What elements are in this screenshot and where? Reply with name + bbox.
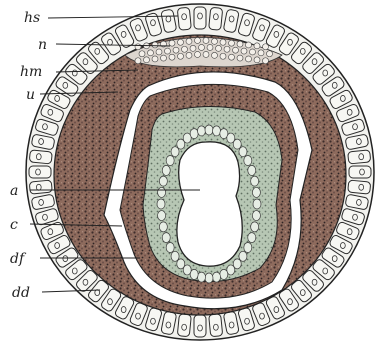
neural-cell: [237, 41, 243, 47]
endoderm-cell: [244, 242, 252, 252]
endoderm-cell: [159, 222, 167, 232]
neural-cell: [212, 52, 218, 58]
label-n: n: [38, 37, 47, 53]
neural-cell: [186, 38, 192, 44]
neural-cell: [246, 42, 252, 48]
endoderm-cell: [252, 187, 260, 197]
label-hm: hm: [20, 64, 42, 80]
neural-cell: [173, 47, 179, 53]
endoderm-cell: [239, 251, 247, 261]
neural-cell: [165, 48, 171, 54]
endoderm-cell: [162, 165, 170, 175]
neural-cell: [169, 54, 175, 60]
neural-cell: [139, 51, 145, 57]
endoderm-cell: [248, 233, 256, 243]
neural-cell: [144, 57, 150, 63]
endoderm-cell: [205, 273, 213, 283]
neural-cell: [258, 50, 264, 56]
neural-cell: [263, 58, 269, 64]
neural-cell: [212, 38, 218, 44]
neural-cell: [233, 47, 239, 53]
ectoderm-cell: [29, 150, 52, 164]
endoderm-cell: [158, 187, 166, 197]
ectoderm-cell: [177, 314, 191, 337]
endoderm-cell: [205, 125, 213, 135]
neural-cell: [190, 45, 196, 51]
endoderm-cell: [252, 211, 260, 221]
endoderm-cell: [157, 199, 165, 209]
neural-cell: [186, 52, 192, 58]
neural-cell: [182, 46, 188, 52]
neural-cell: [169, 40, 175, 46]
endoderm-cell: [197, 126, 205, 136]
endoderm-cell: [220, 269, 228, 279]
neural-cell: [195, 51, 201, 57]
endoderm-cell: [251, 222, 259, 232]
label-dd: dd: [12, 285, 30, 301]
ectoderm-cell: [209, 314, 223, 337]
label-u: u: [26, 87, 35, 103]
endoderm-cell: [177, 259, 185, 269]
endoderm-cell: [171, 147, 179, 157]
neural-cell: [152, 56, 158, 62]
neural-cell: [156, 49, 162, 55]
neural-cell: [250, 49, 256, 55]
endoderm-cell: [158, 211, 166, 221]
neural-cell: [152, 42, 158, 48]
neural-cell: [207, 44, 213, 50]
ectoderm-cell: [194, 7, 206, 29]
neural-cell: [148, 50, 154, 56]
endoderm-cell: [197, 272, 205, 282]
neural-cell: [161, 55, 167, 61]
ectoderm-cell: [29, 180, 52, 194]
neural-cell: [203, 51, 209, 57]
neural-cell: [195, 37, 201, 43]
ectoderm-cell: [209, 7, 223, 30]
endoderm-cell: [251, 176, 259, 186]
endoderm-cell: [162, 233, 170, 243]
neural-cell: [178, 53, 184, 59]
neural-cell: [135, 44, 141, 50]
label-hs: hs: [24, 10, 40, 26]
neural-cell: [229, 40, 235, 46]
neural-cell: [199, 44, 205, 50]
neural-cell: [220, 39, 226, 45]
endoderm-cell: [213, 272, 221, 282]
endoderm-cell: [253, 199, 261, 209]
endoderm-cell: [213, 126, 221, 136]
gut-lumen: [177, 142, 242, 266]
neural-cell: [254, 57, 260, 63]
ectoderm-cell: [348, 180, 371, 194]
neural-cell: [220, 53, 226, 59]
label-c: c: [10, 217, 18, 233]
neural-cell: [246, 56, 252, 62]
endoderm-cell: [166, 156, 174, 166]
ectoderm-cell: [348, 150, 371, 164]
endoderm-cell: [159, 176, 167, 186]
neural-cell: [237, 55, 243, 61]
endoderm-cell: [233, 139, 241, 149]
endoderm-cell: [190, 129, 198, 139]
endoderm-cell: [239, 147, 247, 157]
neural-cell: [267, 51, 273, 57]
endoderm-cell: [166, 242, 174, 252]
neural-cell: [135, 58, 141, 64]
neural-cell: [229, 54, 235, 60]
endoderm-cell: [244, 156, 252, 166]
endoderm-cell: [248, 165, 256, 175]
neural-cell: [241, 48, 247, 54]
neural-cell: [203, 37, 209, 43]
ectoderm-cell: [177, 7, 191, 30]
endoderm-cell: [171, 251, 179, 261]
label-a: a: [10, 183, 18, 199]
neural-cell: [254, 43, 260, 49]
neural-cell: [263, 44, 269, 50]
neural-cell: [224, 46, 230, 52]
neural-cell: [216, 45, 222, 51]
label-df: df: [10, 251, 27, 267]
neural-cell: [178, 39, 184, 45]
ectoderm-cell: [194, 315, 206, 337]
